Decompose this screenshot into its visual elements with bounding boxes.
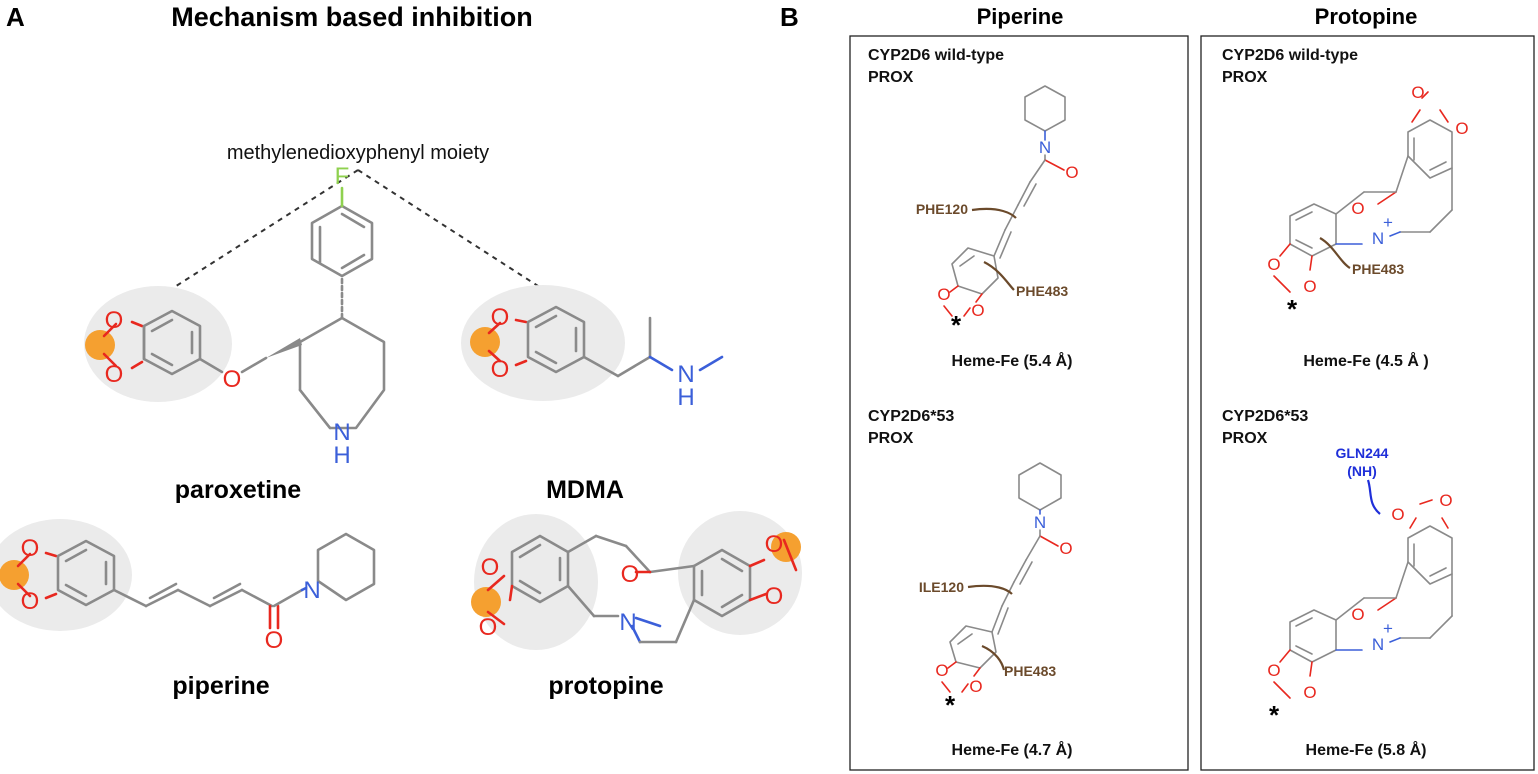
protopine-site-marker-left [471, 587, 501, 617]
protopine-53-atom-o2: O [1439, 491, 1452, 510]
panel-a-letter: A [6, 2, 25, 32]
piperine-wt-star: * [951, 310, 962, 340]
protopine-wt-atom-n: N [1372, 229, 1384, 248]
protopine-atom-o4: O [765, 531, 784, 558]
paroxetine-atom-o1: O [105, 307, 124, 334]
protopine-53-variant: CYP2D6*53 [1222, 408, 1308, 425]
protopine-structure [471, 511, 802, 650]
protopine-53-atom-o5: O [1303, 683, 1316, 702]
protopine-53-pose [1273, 479, 1453, 699]
piperine-53-variant: CYP2D6*53 [868, 408, 954, 425]
mdma-name: MDMA [546, 476, 624, 504]
protopine-53-atom-n: N [1372, 635, 1384, 654]
paroxetine-name: paroxetine [175, 476, 302, 504]
paroxetine-site-marker [85, 330, 115, 360]
protopine-wt-star: * [1287, 294, 1298, 324]
piperine-wt-atom-o1: O [937, 285, 950, 304]
mdma-atom-o1: O [491, 304, 510, 331]
piperine-atom-n: N [303, 577, 320, 604]
paroxetine-atom-n: N [333, 419, 350, 446]
protopine-atom-n: N [619, 609, 636, 636]
paroxetine-moiety-highlight [84, 286, 232, 402]
protopine-53-plus: + [1383, 619, 1393, 638]
piperine-atom-o3: O [265, 627, 284, 654]
mdma-moiety-highlight [461, 285, 625, 401]
piperine-53-atom-o2: O [969, 677, 982, 696]
piperine-53-residue-phe483: PHE483 [1004, 663, 1056, 679]
protopine-53-mode: PROX [1222, 430, 1268, 447]
moiety-pointer-right [357, 169, 553, 296]
protopine-53-heme: Heme-Fe (5.8 Å) [1306, 740, 1427, 759]
protopine-wt-heme: Heme-Fe (4.5 Å ) [1303, 351, 1428, 370]
protopine-panel-frame [1200, 35, 1535, 771]
protopine-wt-atom-o2: O [1455, 119, 1468, 138]
piperine-wt-residue-phe120: PHE120 [916, 201, 968, 217]
protopine-53-star: * [1269, 700, 1280, 730]
mdma-site-marker [470, 327, 500, 357]
piperine-53-atom-o1: O [935, 661, 948, 680]
moiety-pointer-left [161, 169, 359, 296]
piperine-structure [0, 519, 376, 631]
piperine-panel-frame [849, 35, 1189, 771]
protopine-wt-atom-o5: O [1303, 277, 1316, 296]
piperine-53-heme: Heme-Fe (4.7 Å) [952, 740, 1073, 759]
protopine-wt-residue-phe483: PHE483 [1352, 261, 1404, 277]
moiety-label: methylenedioxyphenyl moiety [227, 142, 489, 164]
protopine-moiety-highlight-right [678, 511, 802, 635]
protopine-53-residue-gln244: GLN244 [1336, 445, 1389, 461]
protopine-name: protopine [548, 672, 663, 700]
protopine-atom-o5: O [765, 583, 784, 610]
mdma-atom-o2: O [491, 356, 510, 383]
protopine-wt-variant: CYP2D6 wild-type [1222, 47, 1358, 64]
protopine-wt-pose [1273, 91, 1453, 293]
panel-a-title: Mechanism based inhibition [171, 2, 533, 32]
column-title-protopine: Protopine [1315, 4, 1418, 29]
mdma-atom-h: H [677, 384, 694, 411]
mdma-structure [461, 285, 724, 401]
piperine-wt-pose [943, 85, 1066, 317]
piperine-wt-heme: Heme-Fe (5.4 Å) [952, 351, 1073, 370]
protopine-wt-atom-o1: O [1411, 83, 1424, 102]
protopine-atom-o2: O [479, 614, 498, 641]
protopine-53-atom-o1: O [1391, 505, 1404, 524]
paroxetine-atom-h: H [333, 442, 350, 469]
piperine-atom-o1: O [21, 535, 40, 562]
piperine-wt-mode: PROX [868, 69, 914, 86]
piperine-atom-o2: O [21, 588, 40, 615]
protopine-wt-plus: + [1383, 213, 1393, 232]
protopine-53-atom-o4: O [1267, 661, 1280, 680]
protopine-atom-o3: O [621, 561, 640, 588]
piperine-53-mode: PROX [868, 430, 914, 447]
piperine-wt-atom-o2: O [971, 301, 984, 320]
piperine-wt-variant: CYP2D6 wild-type [868, 47, 1004, 64]
piperine-wt-atom-o: O [1065, 163, 1078, 182]
protopine-atom-o1: O [481, 554, 500, 581]
piperine-wt-atom-n: N [1039, 138, 1051, 157]
column-title-piperine: Piperine [977, 4, 1064, 29]
protopine-53-atom-o3: O [1351, 605, 1364, 624]
paroxetine-atom-f: F [335, 163, 350, 190]
piperine-name: piperine [172, 672, 269, 700]
protopine-wt-atom-o4: O [1267, 255, 1280, 274]
paroxetine-atom-o2: O [105, 361, 124, 388]
piperine-wt-residue-phe483: PHE483 [1016, 283, 1068, 299]
piperine-site-marker [0, 560, 29, 590]
piperine-53-star: * [945, 690, 956, 720]
piperine-53-atom-o: O [1059, 539, 1072, 558]
protopine-wt-mode: PROX [1222, 69, 1268, 86]
piperine-53-pose [941, 462, 1062, 693]
piperine-53-residue-ile120: ILE120 [919, 579, 964, 595]
protopine-wt-atom-o3: O [1351, 199, 1364, 218]
protopine-53-residue-nh: (NH) [1347, 463, 1377, 479]
protopine-moiety-highlight-left [474, 514, 598, 650]
paroxetine-structure [84, 186, 386, 430]
panel-b-letter: B [780, 2, 799, 32]
piperine-53-atom-n: N [1034, 513, 1046, 532]
mdma-atom-n: N [677, 361, 694, 388]
paroxetine-atom-o3: O [223, 366, 242, 393]
